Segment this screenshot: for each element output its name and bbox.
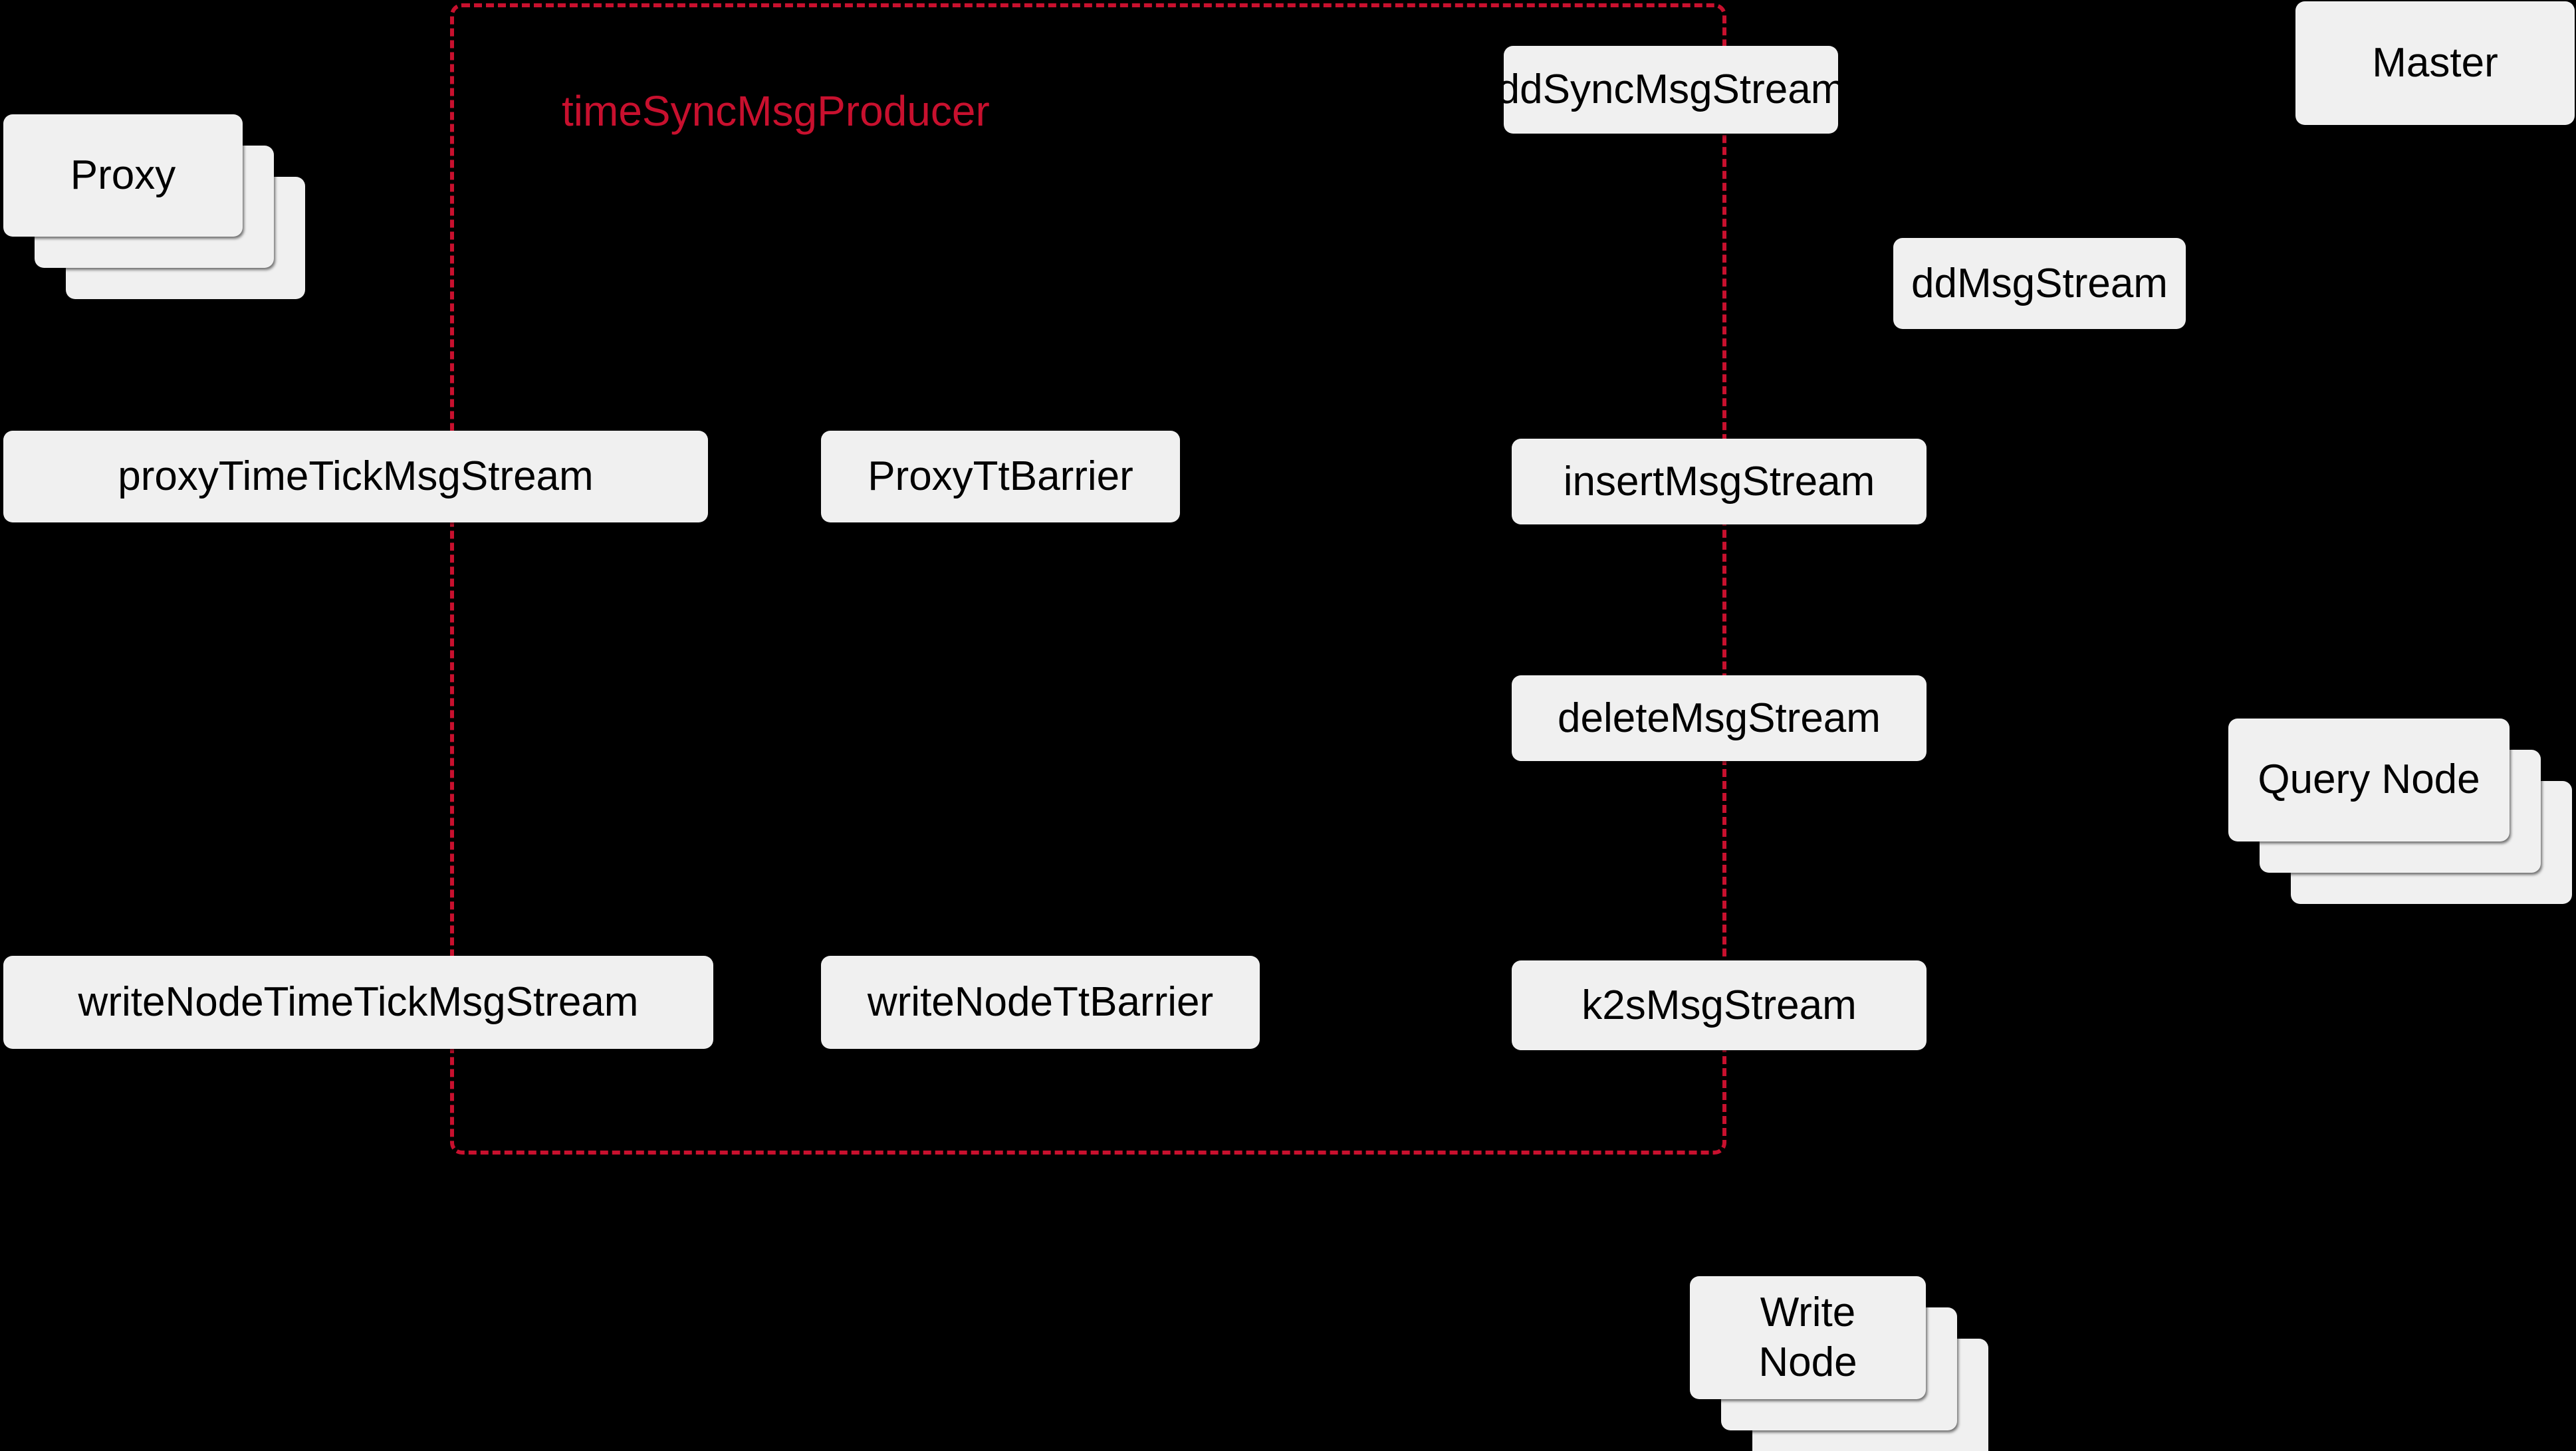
node-master[interactable]: Master xyxy=(2295,1,2575,125)
node-write-node[interactable]: Write Node xyxy=(1690,1276,1989,1451)
node-proxy-time-tick-msg-stream[interactable]: proxyTimeTickMsgStream xyxy=(3,431,708,522)
node-insert-msg-stream[interactable]: insertMsgStream xyxy=(1512,439,1927,524)
time-sync-msg-producer-group xyxy=(450,3,1726,1155)
node-k2s-msg-stream[interactable]: k2sMsgStream xyxy=(1512,960,1927,1050)
node-proxy[interactable]: Proxy xyxy=(3,114,306,300)
node-dd-sync-msg-stream[interactable]: ddSyncMsgStream xyxy=(1497,46,1845,134)
node-dd-msg-stream[interactable]: ddMsgStream xyxy=(1893,238,2186,329)
node-write-node-time-tick-msg-stream[interactable]: writeNodeTimeTickMsgStream xyxy=(3,956,713,1049)
group-title: timeSyncMsgProducer xyxy=(562,87,990,135)
node-query-node[interactable]: Query Node xyxy=(2228,719,2574,905)
node-write-node-tt-barrier[interactable]: writeNodeTtBarrier xyxy=(821,956,1260,1049)
write-node-label: Write Node xyxy=(1690,1276,1926,1399)
node-proxy-tt-barrier[interactable]: ProxyTtBarrier xyxy=(821,431,1180,522)
proxy-label: Proxy xyxy=(3,114,243,237)
node-delete-msg-stream[interactable]: deleteMsgStream xyxy=(1512,675,1927,761)
query-node-label: Query Node xyxy=(2228,719,2510,841)
